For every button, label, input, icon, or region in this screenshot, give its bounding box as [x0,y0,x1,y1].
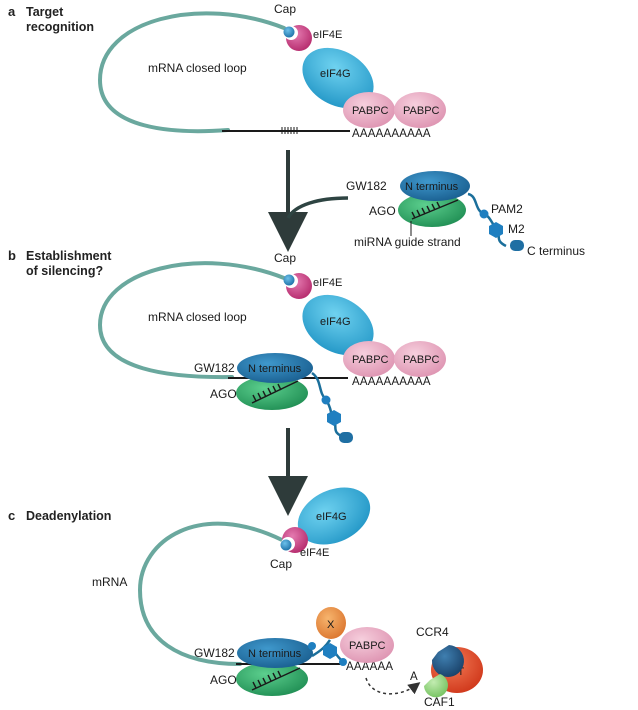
mirna-guide-label: miRNA guide strand [354,235,461,249]
pabpc-2-b [394,341,446,377]
m2-motif-c [323,643,337,659]
c-terminus-motif-c [308,642,316,650]
pam2-motif-b [321,395,331,405]
gw182-label-b: GW182 [194,361,235,375]
cap-a [283,26,295,38]
cap-label-a: Cap [274,2,296,16]
gw182-label-c: GW182 [194,646,235,660]
eif4e-label-b: eIF4E [313,277,342,289]
panel-a-title-line1: Target [26,5,64,19]
gw182-tail-incoming [467,192,507,248]
panel-a: a Target recognition AAAAAAAAAA eIF4G PA… [8,2,446,140]
cap-label-c: Cap [270,557,292,571]
n-terminus-label-b: N terminus [248,363,302,375]
panel-b: b Establishment of silencing? AAAAAAAAAA… [8,248,446,443]
x-protein [316,607,346,639]
mrna-loop-c [137,521,284,666]
pabpc-1-a [343,92,395,128]
panel-b-title-line2: of silencing? [26,264,103,278]
c-terminus-label: C terminus [527,244,585,258]
m2-motif-b [327,410,341,426]
c-terminus-motif [510,240,524,251]
loop-label-b: mRNA closed loop [148,310,247,324]
n-terminus-label-incoming: N terminus [405,181,459,193]
cap-c [280,539,292,551]
gw182-bound-b [237,353,313,383]
eif4e-label-c: eIF4E [300,547,329,559]
eif4e-label-a: eIF4E [313,29,342,41]
recruitment-arrow [365,677,421,695]
panel-b-letter: b [8,248,16,263]
x-label: X [327,619,335,631]
gw182-tail-b [311,371,347,440]
gw182-incoming [400,171,470,201]
pabpc-1-label-b: PABPC [352,354,389,366]
mirna-guide-ticks-c [251,667,301,691]
ago-label-incoming: AGO [369,204,396,218]
joining-arrow-a-b [286,196,349,219]
transition-a-b: N terminus GW182 AGO miRNA guide strand … [268,150,585,258]
panel-a-title-line2: recognition [26,20,94,34]
mrna-label-c: mRNA [92,575,127,589]
cap-label-b: Cap [274,251,296,265]
pam2-motif-c [339,658,347,666]
pam2-motif [479,209,489,219]
m2-motif [489,222,503,238]
n-terminus-label-c: N terminus [248,648,302,660]
mirna-guide-ticks [411,199,459,220]
polya-tail-c: AAAAAA [346,661,393,673]
polya-end-c: A [410,671,418,683]
gw182-label-incoming: GW182 [346,179,387,193]
pabpc-c [340,627,394,663]
panel-c-letter: c [8,508,15,523]
eif4g-label-a: eIF4G [320,68,351,80]
eif4g-label-c: eIF4G [316,511,347,523]
panel-b-title-line1: Establishment [26,249,112,263]
polya-tail-a: AAAAAAAAAA [352,128,431,140]
panel-c: c Deadenylation AAAAAA A eIF4G Cap eIF4E… [8,487,483,709]
ago-bound-c [236,662,308,696]
c-terminus-motif-b [339,432,353,443]
eif4g-a [302,47,374,109]
caf1 [424,674,448,698]
mrna-closed-loop-a [97,11,286,134]
panel-c-title-line1: Deadenylation [26,509,111,523]
gw182-bound-c [237,638,313,668]
pabpc-label-c: PABPC [349,640,386,652]
eif4g-label-b: eIF4G [320,316,351,328]
pabpc-2-label-a: PABPC [403,105,440,117]
ago-label-b: AGO [210,387,237,401]
mrna-closed-loop-b [97,261,286,380]
m2-label: M2 [508,222,525,236]
eif4g-b [302,294,374,356]
panel-a-letter: a [8,4,16,19]
pabpc-2-label-b: PABPC [403,354,440,366]
loop-label-a: mRNA closed loop [148,61,247,75]
cap-b [283,274,295,286]
polya-tail-b: AAAAAAAAAA [352,376,431,388]
pabpc-1-label-a: PABPC [352,105,389,117]
pam2-label: PAM2 [491,202,523,216]
caf1-label: CAF1 [424,695,455,709]
pabpc-1-b [343,341,395,377]
pabpc-2-a [394,92,446,128]
seed-ticks-a [281,127,298,134]
ccr4 [431,645,464,677]
mirna-guide-ticks-b [251,380,299,404]
ccr4-label: CCR4 [416,625,449,639]
eif4g-c [297,487,371,545]
ago-label-c: AGO [210,673,237,687]
